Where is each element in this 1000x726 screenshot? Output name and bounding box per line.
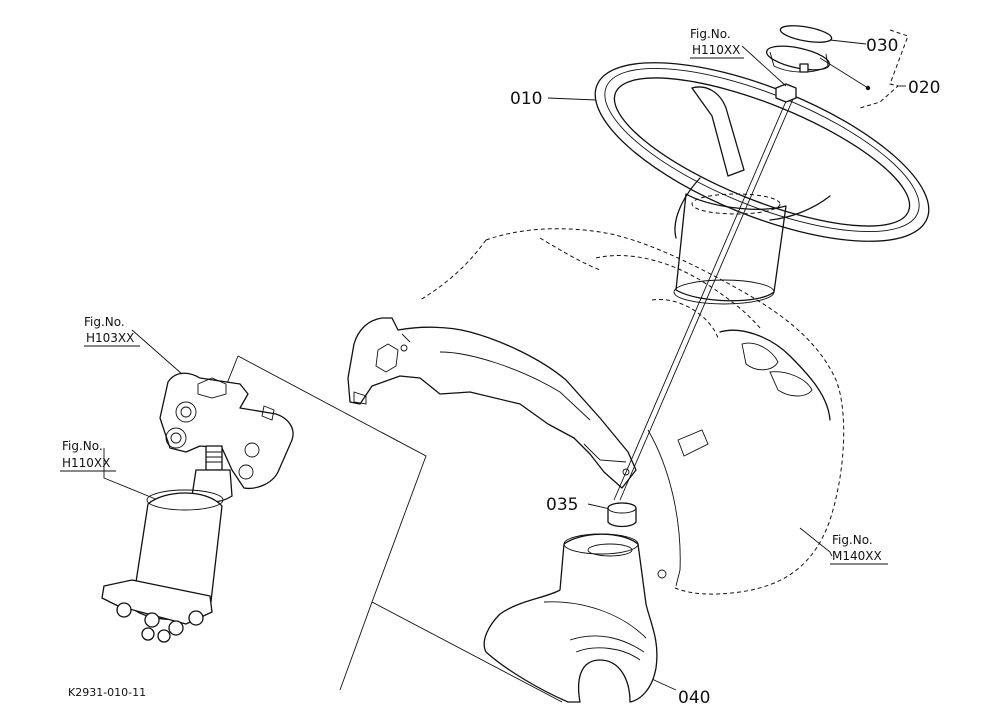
column-cover-040 xyxy=(483,533,658,703)
steering-column-line xyxy=(619,91,797,501)
center-cap xyxy=(765,25,833,103)
mounting-bracket xyxy=(159,372,294,490)
label-020: 020 xyxy=(908,78,940,98)
steering-wheel xyxy=(594,62,930,305)
steering-valve xyxy=(101,445,233,643)
bushing-035 xyxy=(607,502,637,528)
drawing-code: K2931-010-11 xyxy=(68,686,146,699)
leader-lines xyxy=(103,39,906,691)
fig-ref-valve-label: Fig.No. xyxy=(62,439,103,453)
fig-ref-panel-label: Fig.No. xyxy=(832,533,873,547)
explode-frame xyxy=(225,355,563,703)
steering-column-line-2 xyxy=(613,91,791,501)
fig-ref-bracket-number: H103XX xyxy=(86,331,134,345)
label-040: 040 xyxy=(678,688,710,708)
fig-ref-panel-number: M140XX xyxy=(832,549,882,563)
part-number-labels: 010 030 020 035 040 xyxy=(510,36,940,708)
label-010: 010 xyxy=(510,89,542,109)
figure-references: Fig.No. H110XX Fig.No. H103XX Fig.No. H1… xyxy=(60,27,888,565)
fig-ref-top-label: Fig.No. xyxy=(690,27,731,41)
label-030: 030 xyxy=(866,36,898,56)
lower-panel xyxy=(347,317,831,587)
fig-ref-top-number: H110XX xyxy=(692,43,740,57)
fig-ref-bracket-label: Fig.No. xyxy=(84,315,125,329)
dashboard-cover xyxy=(419,228,845,595)
group-bracket-020 xyxy=(859,29,909,109)
label-035: 035 xyxy=(546,495,578,515)
fig-ref-valve-number: H110XX xyxy=(62,456,110,470)
